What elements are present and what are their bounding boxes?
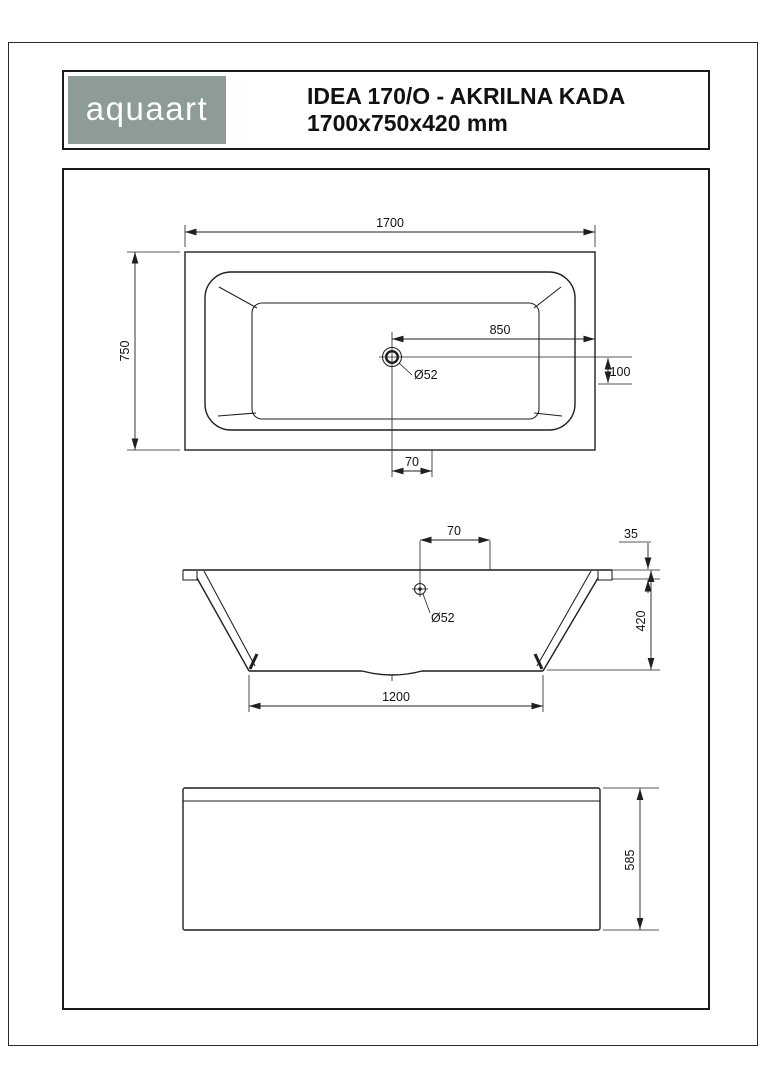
side-view-drain: Ø52 (412, 581, 455, 625)
side-view: Ø52 70 35 420 1200 (182, 524, 660, 712)
page-border (8, 42, 758, 1046)
apron-outline (182, 787, 601, 931)
dim-drain-bottom-label: 70 (405, 455, 419, 469)
drawing-title: IDEA 170/O - AKRILNA KADA (307, 83, 626, 109)
tub-rim-inner-edge (204, 271, 576, 431)
top-view-drain: Ø52 (379, 332, 632, 477)
corner-line (218, 286, 258, 309)
corner-line (533, 286, 562, 309)
drain-leader-line (422, 593, 431, 614)
title-block: aquaart IDEA 170/O - AKRILNA KADA 1700x7… (62, 70, 710, 150)
tub-bottom-line (249, 670, 543, 676)
tub-floor-edge (251, 302, 540, 420)
corner-line (533, 412, 563, 417)
title-cell: IDEA 170/O - AKRILNA KADA 1700x750x420 m… (307, 72, 708, 148)
technical-drawing: Ø52 1700 750 850 100 70 (118, 216, 660, 931)
tub-outer-edge (184, 251, 596, 451)
drain-diameter-label: Ø52 (414, 368, 438, 382)
dim-drain-length-label: 850 (490, 323, 511, 337)
dim-rim-label: 35 (624, 527, 638, 541)
wall-left-inner (203, 570, 256, 667)
top-view: Ø52 1700 750 850 100 70 (118, 216, 632, 477)
front-view-outline (182, 787, 601, 931)
dim-length-label: 1700 (376, 216, 404, 230)
corner-line (217, 412, 257, 417)
wall-left-outer (196, 577, 250, 672)
front-view-dimensions: 585 (603, 787, 659, 931)
logo-box: aquaart (68, 76, 226, 144)
wall-right-outer (542, 577, 599, 672)
dim-width-label: 750 (118, 341, 132, 362)
dim-drain-top-label: 70 (447, 524, 461, 538)
side-view-outline (182, 569, 613, 681)
dim-bottom-label: 1200 (382, 690, 410, 704)
drawing-dimensions: 1700x750x420 mm (307, 110, 508, 136)
dim-height-label: 585 (623, 850, 637, 871)
logo-text: aquaart (85, 89, 209, 127)
foot-mark-left (248, 653, 259, 670)
foot-mark-right (533, 653, 544, 670)
side-view-dimensions: 70 35 420 1200 (248, 524, 660, 712)
rim-lip-right (597, 570, 613, 581)
dim-drain-right-label: 100 (610, 365, 631, 379)
top-view-outline (184, 251, 596, 451)
top-view-dimensions: 1700 750 850 100 70 (118, 216, 632, 477)
drain-leader-line (398, 362, 413, 376)
drawing-area: Ø52 1700 750 850 100 70 (62, 168, 710, 1010)
wall-right-inner (536, 570, 592, 667)
dim-depth-label: 420 (634, 611, 648, 632)
rim-lip-left (182, 570, 198, 581)
front-view: 585 (182, 787, 659, 931)
drain-diameter-label: Ø52 (431, 611, 455, 625)
